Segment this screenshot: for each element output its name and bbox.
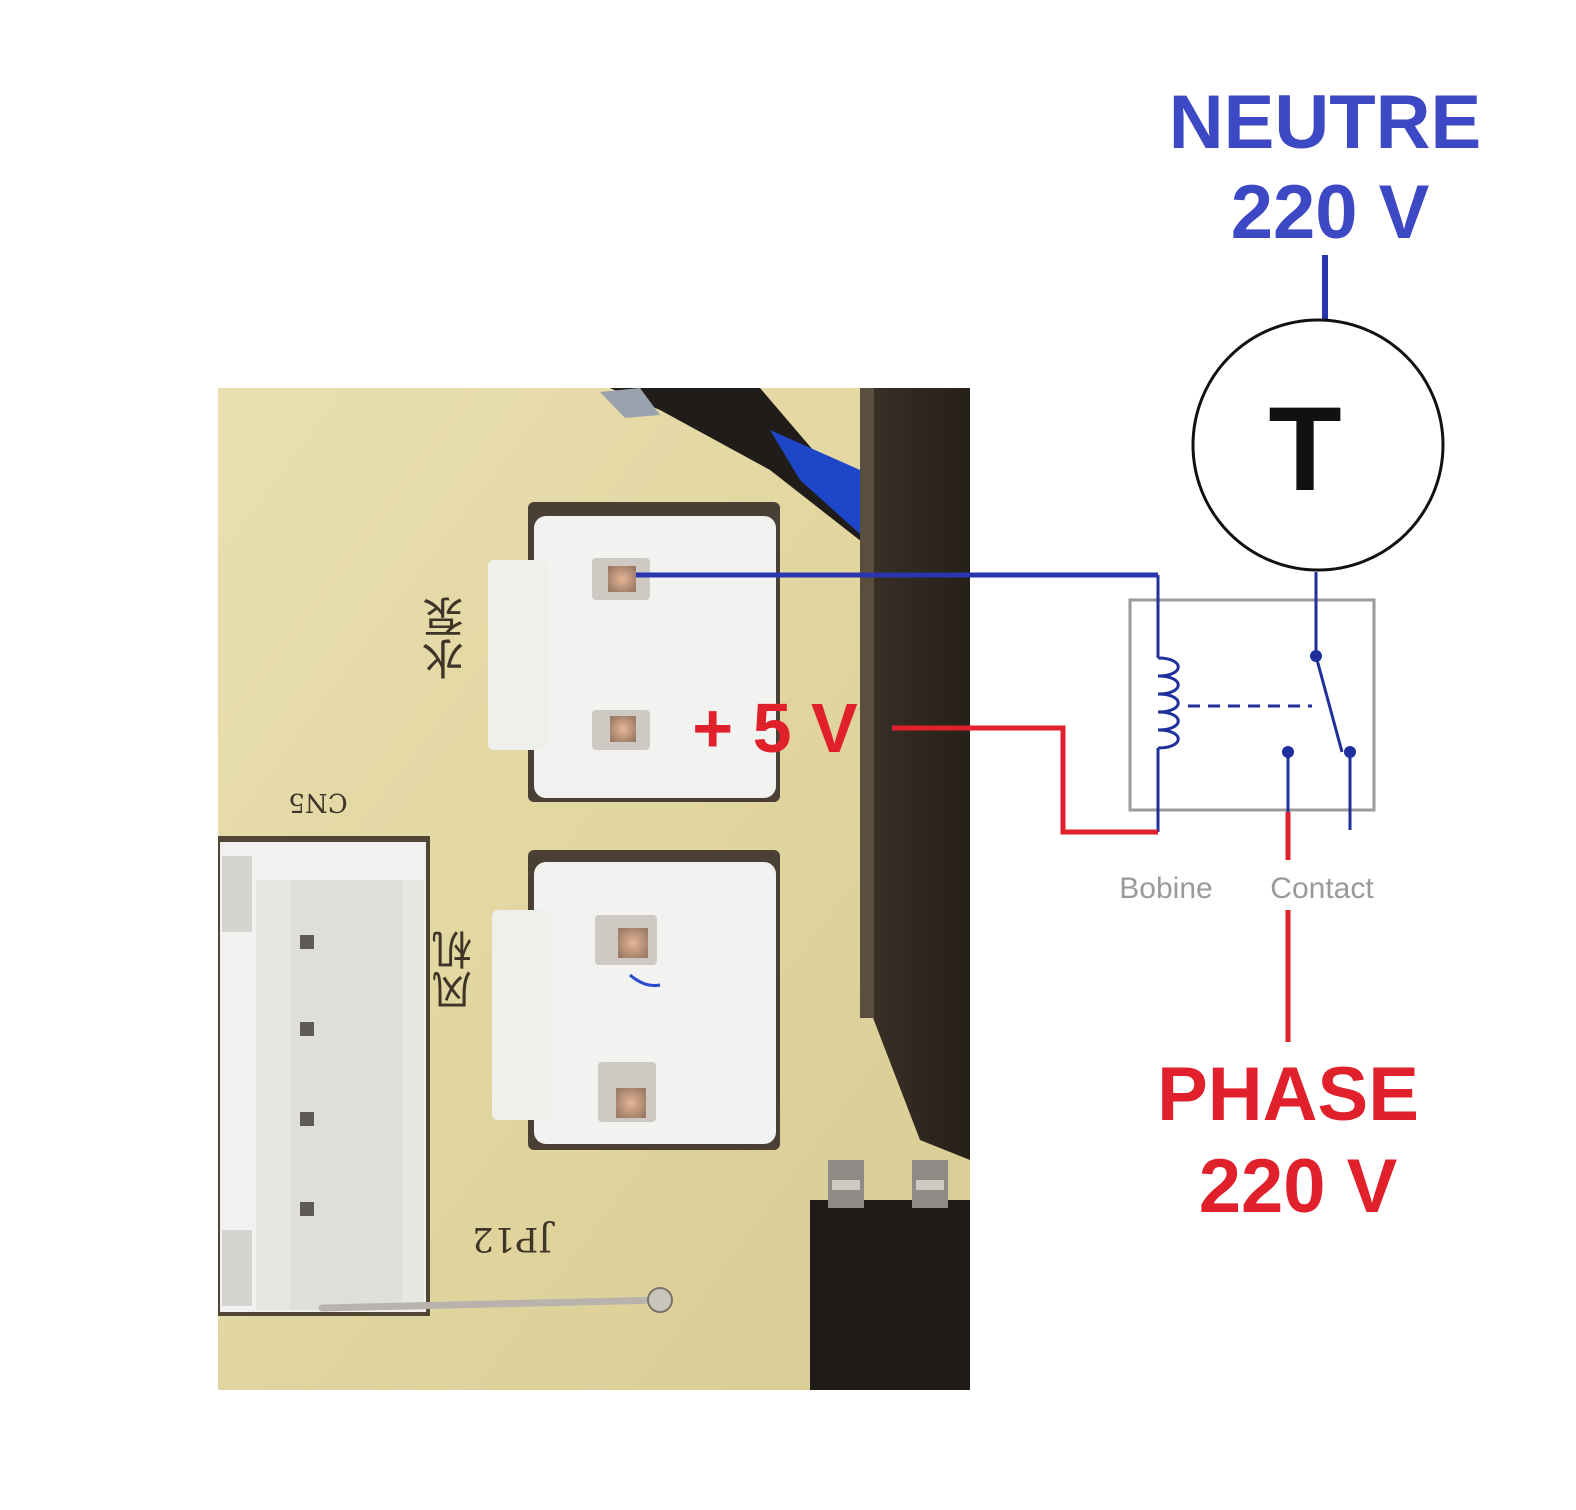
fan-connector [534,862,776,1144]
fan-blue-wire-tip [629,973,661,987]
motor-circle [1191,318,1445,572]
coil-winding [1157,656,1180,750]
contact-switch-arm [1314,655,1344,753]
phase-voltage-label: 220 V [1199,1144,1398,1229]
cn5-pin-3 [300,1112,314,1126]
phase-label: PHASE [1157,1052,1419,1137]
ic-pin-2-top [916,1180,944,1190]
fan-connector-latch [492,910,552,1120]
neutral-label: NEUTRE [1169,80,1481,165]
jumper-solder [647,1287,673,1313]
cn5-tab-bottom [222,1230,252,1306]
cn5-pin-2 [300,1022,314,1036]
cn5-wall [290,880,402,1310]
coil-label: Bobine [1119,872,1212,905]
silk-cn5-label: CN5 [288,787,347,817]
dark-component-edge [860,388,874,1018]
ic-pin-1-top [832,1180,860,1190]
ic-chip [810,1200,970,1390]
pump-pad-2-core [610,716,636,742]
dark-component [860,388,970,1160]
pcb-photo: 水泵 风机 CN5 JP12 [218,388,970,1390]
motor-symbol: T [1268,382,1341,516]
black-cable [610,388,890,560]
plus-5v-label: + 5 V [692,689,858,767]
silk-fan-label: 风机 [433,930,479,1010]
relay-box [1128,598,1376,812]
cn5-pin-4 [300,1202,314,1216]
silk-jp12-label: JP12 [472,1219,555,1259]
contact-label: Contact [1270,872,1374,905]
cn5-pin-1 [300,935,314,949]
pump-pad-1-core [608,566,636,592]
jumper-wire [318,1296,664,1312]
cn5-tab-top [222,856,252,932]
cable-top [600,388,660,418]
red-5v-wire [892,725,1158,835]
fan-pad-1-core [618,928,648,958]
silk-pump-label: 水泵 [422,596,471,680]
neutral-voltage-label: 220 V [1231,170,1430,255]
relay-symbol: Bobine Contact [1119,572,1376,905]
pump-connector-latch [488,560,548,750]
fan-pad-2-core [616,1088,646,1118]
